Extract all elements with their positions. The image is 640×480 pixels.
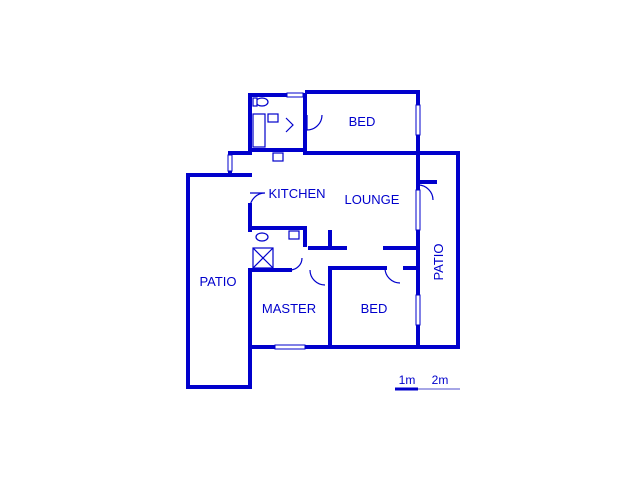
door-bath-top xyxy=(285,117,294,133)
toilet-tank-top xyxy=(252,97,258,107)
label-bed-top: BED xyxy=(349,114,376,129)
scale-label-2m: 2m xyxy=(432,373,449,387)
wall-small-bath xyxy=(248,226,307,247)
wall-right-patio xyxy=(416,151,460,349)
door-bath-small xyxy=(289,257,303,271)
bathtub xyxy=(252,113,266,148)
label-patio-right: PATIO xyxy=(431,243,446,280)
scale-bar: 1m 2m xyxy=(395,373,460,391)
window-kitchen-left xyxy=(227,154,233,172)
window-lounge-right xyxy=(415,189,421,231)
door-top-bed xyxy=(306,114,323,131)
toilet-small xyxy=(255,232,269,242)
basin-top xyxy=(267,113,279,123)
label-patio-left: PATIO xyxy=(199,274,236,289)
label-master: MASTER xyxy=(262,301,316,316)
walls xyxy=(186,90,460,389)
window-top-bed xyxy=(415,104,421,136)
windows xyxy=(227,92,421,350)
door-kitchen xyxy=(249,192,266,209)
window-bed-right xyxy=(415,294,421,326)
fixtures xyxy=(252,97,300,269)
label-lounge: LOUNGE xyxy=(345,192,400,207)
label-bed-bottom: BED xyxy=(361,301,388,316)
door-lounge-right xyxy=(417,184,434,201)
door-bed xyxy=(384,267,401,284)
window-master-bottom xyxy=(274,344,306,350)
window-bath-top xyxy=(286,92,304,98)
toilet-top xyxy=(255,97,269,107)
label-kitchen: KITCHEN xyxy=(268,186,325,201)
scale-label-1m: 1m xyxy=(399,373,416,387)
doors xyxy=(249,114,434,286)
door-master xyxy=(309,269,326,286)
room-labels: BED KITCHEN LOUNGE PATIO PATIO MASTER BE… xyxy=(199,114,446,316)
kitchen-sink xyxy=(272,152,284,162)
basin-small xyxy=(288,230,300,240)
shower-cross xyxy=(252,247,274,269)
wall-kitchen-left xyxy=(228,148,252,175)
